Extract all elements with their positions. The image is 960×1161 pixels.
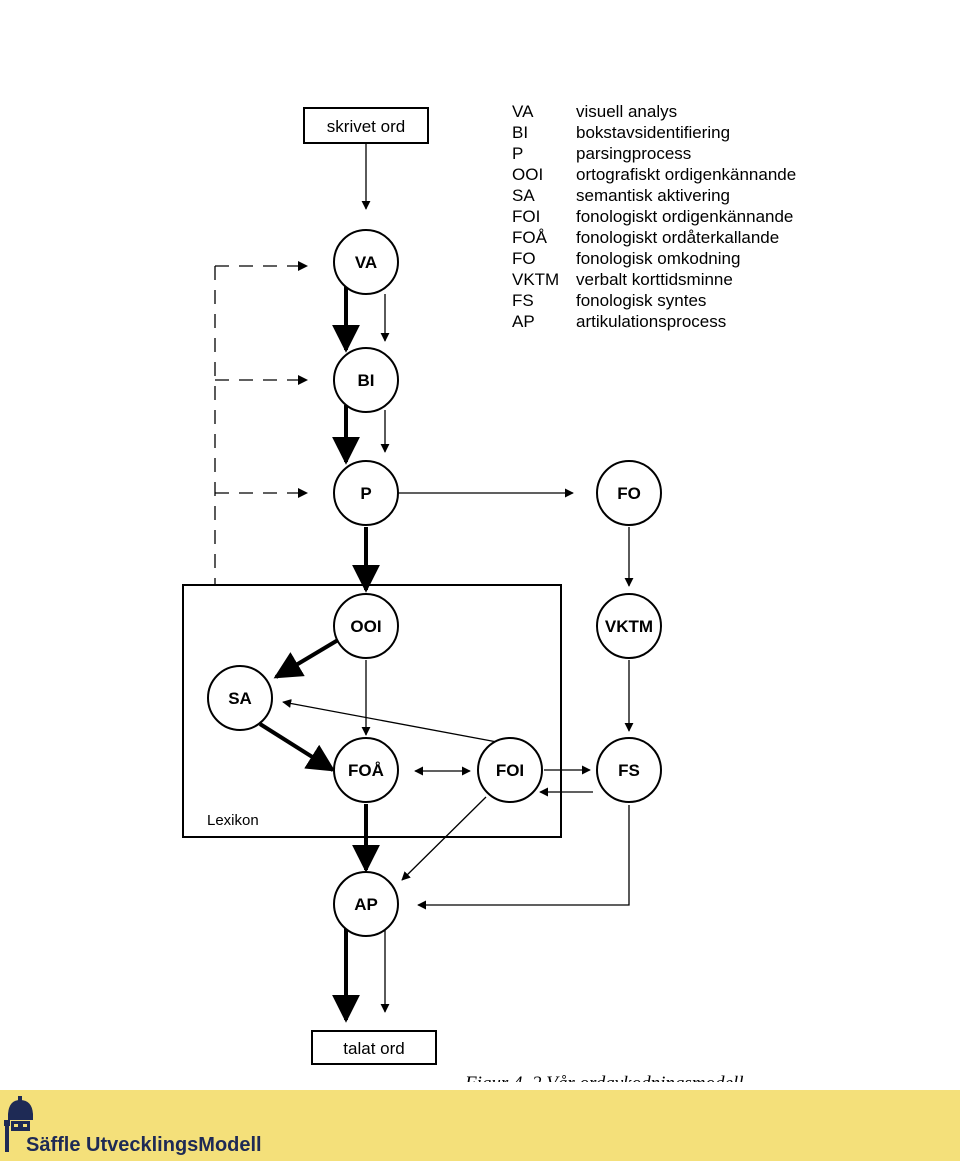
legend-desc: bokstavsidentifiering (576, 123, 730, 142)
node-bi: BI (333, 347, 399, 413)
node-ap: AP (333, 871, 399, 937)
node-va: VA (333, 229, 399, 295)
helmet-figure-icon (4, 1096, 33, 1152)
node-vktm-label: VKTM (605, 617, 653, 636)
node-fs-label: FS (618, 761, 640, 780)
arrow-fs-ap (417, 805, 630, 910)
reading-model-diagram: Lexikon skrivet ord talat ord (182, 102, 796, 1090)
node-ooi: OOI (333, 593, 399, 659)
node-sa-label: SA (228, 689, 252, 708)
output-box (311, 1030, 437, 1065)
arrow-foi-sa (282, 699, 498, 743)
node-foa-label: FOÅ (348, 761, 384, 780)
legend-desc: ortografiskt ordigenkännande (576, 165, 796, 184)
footer-brand-name: Säffle UtvecklingsModell (26, 1134, 262, 1156)
node-bi-label: BI (358, 371, 375, 390)
legend-abbr: VKTM (512, 270, 559, 289)
legend-desc: parsingprocess (576, 144, 691, 163)
legend-desc: artikulationsprocess (576, 312, 726, 331)
arrow-ooi-sa-thick (273, 638, 340, 679)
node-foa: FOÅ (333, 737, 399, 803)
thick-arrows (258, 286, 380, 1023)
legend-abbr: SA (512, 186, 535, 205)
legend-desc: verbalt korttidsminne (576, 270, 733, 289)
legend-desc: fonologisk omkodning (576, 249, 740, 268)
lexikon-label: Lexikon (207, 812, 259, 829)
legend-desc: fonologisk syntes (576, 291, 706, 310)
input-box (303, 107, 429, 144)
legend-abbr: VA (512, 102, 534, 121)
input-box-label: skrivet ord (327, 117, 405, 136)
thin-arrows (282, 144, 634, 1013)
node-sa: SA (207, 665, 273, 731)
dashed-feedback (214, 261, 308, 585)
node-foi: FOI (477, 737, 543, 803)
legend-abbr: FOI (512, 207, 540, 226)
legend-abbr: P (512, 144, 523, 163)
legend-abbr: FO (512, 249, 536, 268)
legend-desc: fonologiskt ordåterkallande (576, 228, 779, 247)
node-foi-label: FOI (496, 761, 524, 780)
legend-abbr: AP (512, 312, 535, 331)
node-ap-label: AP (354, 895, 378, 914)
footer-band (0, 1090, 960, 1161)
arrow-sa-foa-thick (258, 722, 336, 772)
node-ooi-label: OOI (350, 617, 381, 636)
node-vktm: VKTM (596, 593, 662, 659)
legend-desc: visuell analys (576, 102, 677, 121)
legend-desc: fonologiskt ordigenkännande (576, 207, 793, 226)
legend-abbr: FS (512, 291, 534, 310)
node-va-label: VA (355, 253, 377, 272)
node-p: P (333, 460, 399, 526)
legend-abbr: FOÅ (512, 228, 548, 247)
node-fo-label: FO (617, 484, 641, 503)
node-p-label: P (360, 484, 371, 503)
legend-abbr: BI (512, 123, 528, 142)
legend-desc: semantisk aktivering (576, 186, 730, 205)
legend-abbr: OOI (512, 165, 543, 184)
figure-caption: Figur 4. 2 Vår ordavkodningsmodell (464, 1073, 743, 1090)
node-fo: FO (596, 460, 662, 526)
output-box-label: talat ord (343, 1039, 404, 1058)
arrow-foi-ap (401, 796, 487, 881)
node-fs: FS (596, 737, 662, 803)
